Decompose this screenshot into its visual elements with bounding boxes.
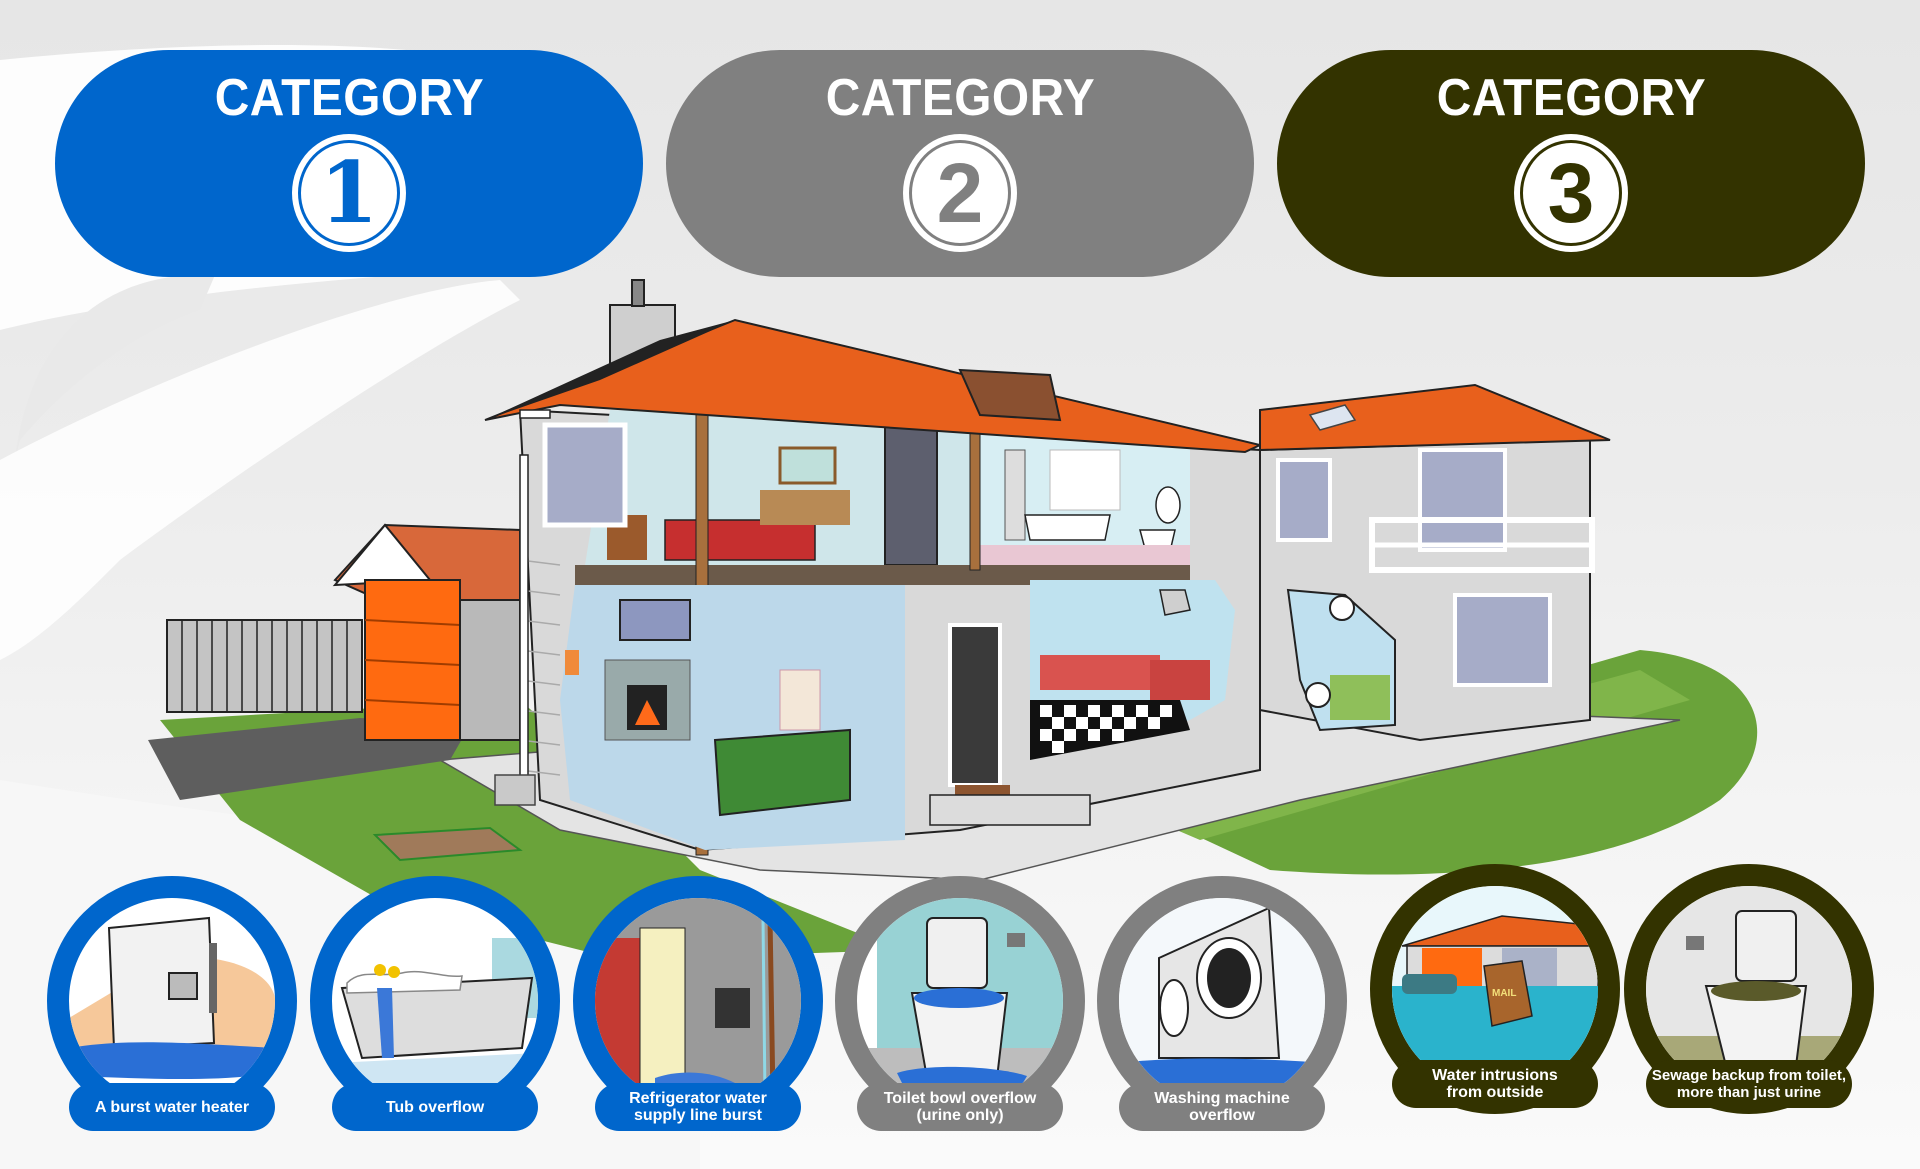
example-sewage-backup: Sewage backup from toilet, more than jus… — [1624, 864, 1874, 1124]
category-1-number: 1 — [298, 140, 400, 246]
example-label: Tub overflow — [332, 1083, 538, 1131]
example-label: A burst water heater — [69, 1083, 275, 1131]
category-2-number: 2 — [909, 140, 1011, 246]
example-label: Washing machine overflow — [1119, 1083, 1325, 1131]
example-burst-water-heater: A burst water heater — [47, 876, 297, 1136]
garage — [332, 523, 521, 741]
drain-pit — [372, 826, 523, 862]
category-2-badge: 2 — [903, 134, 1017, 252]
example-washing-machine-overflow: Washing machine overflow — [1097, 876, 1347, 1136]
category-1-title: CATEGORY — [214, 69, 484, 127]
example-label: Toilet bowl overflow (urine only) — [857, 1083, 1063, 1131]
front-door — [948, 623, 1002, 787]
category-3-number: 3 — [1520, 140, 1622, 246]
category-1-header: CATEGORY 1 — [55, 50, 643, 277]
svg-text:MAIL: MAIL — [1492, 988, 1516, 999]
fence — [166, 619, 363, 713]
example-label: Refrigerator water supply line burst — [595, 1083, 801, 1131]
category-2-header: CATEGORY 2 — [666, 50, 1254, 277]
right-roof — [1259, 383, 1611, 452]
example-label: Sewage backup from toilet, more than jus… — [1646, 1060, 1852, 1108]
category-3-header: CATEGORY 3 — [1277, 50, 1865, 277]
example-label: Water intrusions from outside — [1392, 1060, 1598, 1108]
category-3-badge: 3 — [1514, 134, 1628, 252]
category-3-title: CATEGORY — [1436, 69, 1706, 127]
example-refrigerator-line-burst: Refrigerator water supply line burst — [573, 876, 823, 1136]
example-water-intrusion: MAIL Water intrusions from outside — [1370, 864, 1620, 1124]
category-2-title: CATEGORY — [825, 69, 1095, 127]
example-toilet-overflow: Toilet bowl overflow (urine only) — [835, 876, 1085, 1136]
category-1-badge: 1 — [292, 134, 406, 252]
example-tub-overflow: Tub overflow — [310, 876, 560, 1136]
